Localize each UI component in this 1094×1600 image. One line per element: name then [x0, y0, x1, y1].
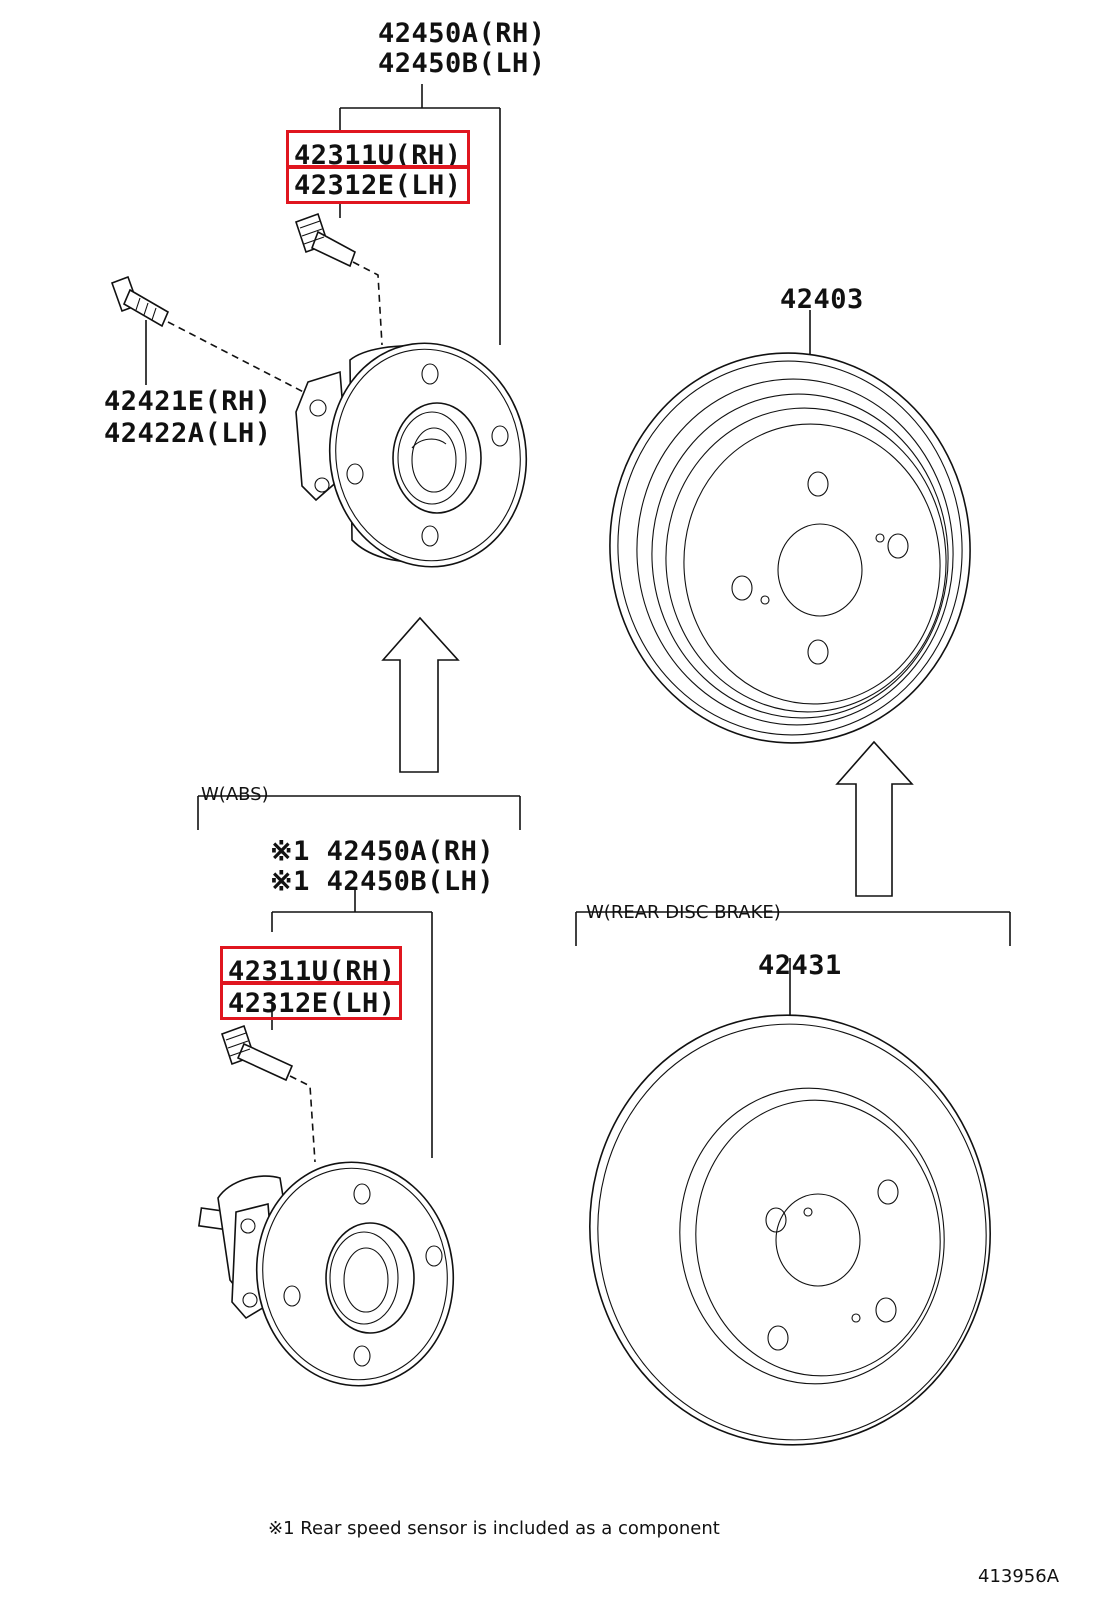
arrow-up-left-icon	[381, 616, 460, 773]
label-bolt-side-rh: 42421E(RH)	[104, 386, 272, 417]
top-hub-leaders	[339, 84, 501, 345]
highlight-bolt-top-lh	[286, 166, 470, 204]
highlight-bolt-abs-rh	[220, 946, 402, 984]
abs-hub-assembly	[197, 1161, 455, 1387]
top-hub-assembly	[295, 342, 528, 568]
label-abs-section: W(ABS)	[201, 784, 269, 805]
label-hub-assy-abs-lh: ※1 42450B(LH)	[270, 866, 495, 897]
side-bolt	[110, 275, 170, 328]
label-drum: 42403	[780, 284, 864, 315]
highlight-bolt-abs-lh	[220, 982, 402, 1020]
disc-bracket	[575, 911, 1011, 946]
abs-hub-leaders	[271, 890, 433, 1158]
label-disc-section: W(REAR DISC BRAKE)	[586, 902, 781, 923]
highlight-bolt-top-rh	[286, 130, 470, 168]
diagram-id: 413956A	[978, 1566, 1060, 1587]
brake-disc-rotor	[589, 1014, 991, 1446]
abs-hub-bolt	[220, 1024, 294, 1082]
label-hub-assy-top-rh: 42450A(RH)	[378, 18, 546, 49]
label-bolt-side-lh: 42422A(LH)	[104, 418, 272, 449]
label-hub-assy-abs-rh: ※1 42450A(RH)	[270, 836, 495, 867]
label-bolt-top-lh: 42312E(LH)	[294, 170, 462, 201]
brake-drum	[609, 352, 971, 744]
footnote: ※1 Rear speed sensor is included as a co…	[268, 1518, 720, 1539]
label-hub-assy-top-lh: 42450B(LH)	[378, 48, 546, 79]
label-bolt-abs-lh: 42312E(LH)	[228, 988, 396, 1019]
arrow-up-right-icon	[835, 740, 914, 897]
abs-bracket	[197, 795, 521, 830]
top-hub-bolt	[294, 212, 356, 268]
label-disc: 42431	[758, 950, 842, 981]
